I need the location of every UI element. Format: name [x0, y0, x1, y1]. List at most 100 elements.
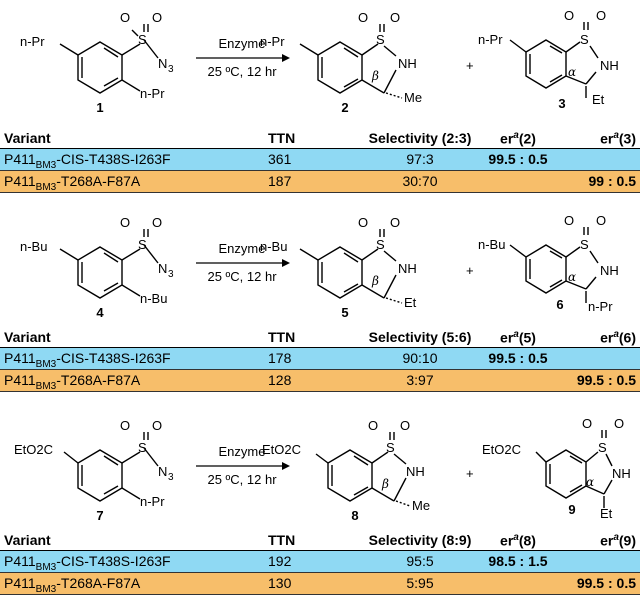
azide-n: N	[158, 56, 167, 71]
reagent-text: Enzyme	[219, 241, 266, 256]
header-variant: Variant	[4, 130, 51, 146]
reagent-text: Enzyme	[219, 36, 266, 51]
header-variant: Variant	[4, 532, 51, 548]
product-b-sub1: n-Bu	[478, 237, 505, 252]
compound-label-product-b: 6	[556, 297, 563, 312]
product-b-structure	[509, 227, 599, 303]
ttn-value: 130	[268, 575, 292, 591]
compound-label-product-b: 3	[558, 96, 565, 111]
header-er1: era(8)	[500, 532, 536, 549]
header-ttn: TTN	[268, 130, 296, 146]
substrate-structure	[59, 24, 159, 94]
table-header: Variant TTN Selectivity (2:3) era(2) era…	[0, 128, 640, 149]
product-a-s: S	[376, 32, 385, 47]
selectivity-value: 90:10	[402, 350, 438, 366]
product-b-o2: O	[596, 8, 606, 23]
header-selectivity: Selectivity (5:6)	[368, 329, 472, 345]
product-a-structure	[315, 432, 411, 507]
product-a-beta: β	[381, 477, 389, 491]
product-b-nh: NH	[612, 466, 631, 481]
product-b-o2: O	[596, 213, 606, 228]
reaction-scheme-3: EtO2C S O O N 3 n-Pr 7 Enzyme 25 ºC, 12 …	[0, 408, 640, 523]
header-ttn: TTN	[268, 329, 296, 345]
er2-value: 99.5 : 0.5	[576, 575, 636, 591]
product-b-sub2: Et	[592, 92, 605, 107]
conditions-text: 25 ºC, 12 hr	[207, 472, 277, 487]
variant-name: P411BM3-T268A-F87A	[4, 575, 141, 595]
product-a-sub2: Me	[412, 498, 430, 513]
product-a-sub2: Et	[404, 295, 417, 310]
substrate-sub2: n-Pr	[140, 86, 165, 101]
product-a-beta: β	[371, 69, 379, 83]
table-row: P411BM3-T268A-F87A 130 5:95 99.5 : 0.5	[0, 573, 640, 595]
product-a-sub1: n-Bu	[260, 239, 287, 254]
compound-label-substrate: 7	[96, 508, 103, 523]
product-b-s: S	[580, 237, 589, 252]
scheme-1-drawing: n-Pr S O O N 3 n-Pr 1 Enzyme 25 ºC, 12 h…	[20, 8, 619, 115]
sulfonyl-s: S	[138, 237, 147, 252]
scheme-3-drawing: EtO2C S O O N 3 n-Pr 7 Enzyme 25 ºC, 12 …	[14, 416, 631, 523]
product-a-structure	[299, 229, 403, 304]
conditions-text: 25 ºC, 12 hr	[207, 64, 277, 79]
product-a-nh: NH	[398, 261, 417, 276]
reaction-arrow	[196, 462, 290, 470]
product-b-nh: NH	[600, 263, 619, 278]
substrate-sub2: n-Pr	[140, 494, 165, 509]
ttn-value: 187	[268, 173, 292, 189]
er1-value: 99.5 : 0.5	[488, 350, 548, 366]
product-b-alpha: α	[568, 270, 576, 284]
conditions-text: 25 ºC, 12 hr	[207, 269, 277, 284]
header-variant: Variant	[4, 329, 51, 345]
er1-value: 99.5 : 0.5	[488, 151, 548, 167]
azide-n: N	[158, 261, 167, 276]
product-a-o2: O	[390, 215, 400, 230]
product-a-nh: NH	[406, 464, 425, 479]
product-b-alpha: α	[568, 65, 576, 79]
results-table-3: Variant TTN Selectivity (8:9) era(8) era…	[0, 530, 640, 595]
product-b-o1: O	[564, 8, 574, 23]
table-row: P411BM3-CIS-T438S-I263F 192 95:5 98.5 : …	[0, 551, 640, 573]
product-b-o1: O	[564, 213, 574, 228]
sulfonyl-s: S	[138, 32, 147, 47]
sulfonyl-o1: O	[120, 10, 130, 25]
product-b-nh: NH	[600, 58, 619, 73]
compound-label-product-a: 2	[341, 100, 348, 115]
product-b-s: S	[580, 32, 589, 47]
compound-label-substrate: 1	[96, 100, 103, 115]
header-er2: era(9)	[600, 532, 636, 549]
product-a-sub1: EtO2C	[262, 442, 301, 457]
plus-sign: +	[466, 58, 474, 73]
plus-sign: +	[466, 263, 474, 278]
table-header: Variant TTN Selectivity (8:9) era(8) era…	[0, 530, 640, 551]
product-b-sub1: EtO2C	[482, 442, 521, 457]
compound-label-product-a: 8	[351, 508, 358, 523]
header-selectivity: Selectivity (8:9)	[368, 532, 472, 548]
product-a-o2: O	[400, 418, 410, 433]
sulfonyl-o2: O	[152, 215, 162, 230]
variant-name: P411BM3-T268A-F87A	[4, 173, 141, 193]
product-b-structure	[509, 22, 599, 98]
product-a-s: S	[376, 237, 385, 252]
compound-label-product-a: 5	[341, 305, 348, 320]
product-a-beta: β	[371, 274, 379, 288]
product-a-nh: NH	[398, 56, 417, 71]
reaction-arrow	[196, 259, 290, 267]
substrate-sub1: n-Bu	[20, 239, 47, 254]
plus-sign: +	[466, 466, 474, 481]
ttn-value: 192	[268, 553, 292, 569]
sulfonyl-o1: O	[120, 215, 130, 230]
product-b-s: S	[598, 440, 607, 455]
product-b-sub2: n-Pr	[588, 299, 613, 314]
product-b-structure	[535, 430, 613, 508]
variant-name: P411BM3-CIS-T438S-I263F	[4, 151, 171, 171]
reagent-text: Enzyme	[219, 444, 266, 459]
er2-value: 99 : 0.5	[588, 173, 636, 189]
selectivity-value: 97:3	[406, 151, 434, 167]
azide-sub: 3	[168, 64, 174, 75]
product-b-o2: O	[614, 416, 624, 431]
selectivity-value: 30:70	[402, 173, 438, 189]
substrate-sub1: n-Pr	[20, 34, 45, 49]
header-ttn: TTN	[268, 532, 296, 548]
azide-n: N	[158, 464, 167, 479]
results-table-2: Variant TTN Selectivity (5:6) era(5) era…	[0, 327, 640, 392]
